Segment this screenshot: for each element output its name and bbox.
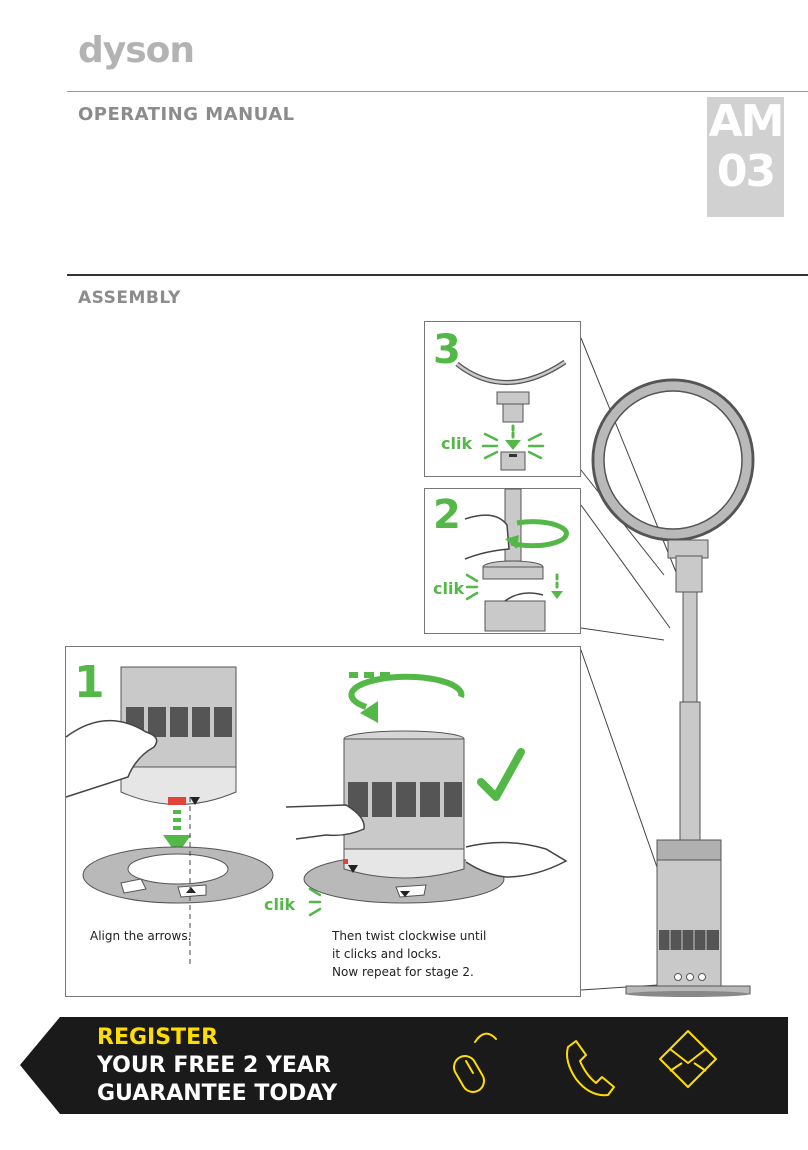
step-1-number: 1 — [74, 657, 105, 708]
step-3-clik-label: clik — [441, 434, 473, 453]
step-1-caption-right-line-3: Now repeat for stage 2. — [332, 965, 474, 979]
step-2-panel: 2 clik — [424, 488, 581, 634]
step-2-number: 2 — [433, 492, 461, 538]
step-2-clik-label: clik — [433, 579, 465, 598]
banner-line-3: GUARANTEE TODAY — [97, 1081, 338, 1106]
model-badge: AM 03 — [707, 97, 784, 217]
phone-icon — [566, 1040, 615, 1097]
model-line-2: 03 — [716, 146, 776, 197]
banner-line-2: YOUR FREE 2 YEAR — [97, 1053, 331, 1078]
register-banner-text: REGISTER YOUR FREE 2 YEAR GUARANTEE TODA… — [97, 1024, 337, 1108]
step-1-panel: 1 — [65, 646, 581, 997]
step-1-caption-left: Align the arrows. — [90, 929, 192, 943]
step-2-illustration — [464, 488, 569, 632]
mouse-icon — [453, 1032, 497, 1093]
header-rule — [67, 91, 808, 92]
step-1-illustration — [65, 666, 568, 967]
manual-title: OPERATING MANUAL — [78, 104, 295, 125]
section-title: ASSEMBLY — [78, 288, 181, 308]
step-1-caption-right-line-2: it clicks and locks. — [332, 947, 442, 961]
banner-line-1: REGISTER — [97, 1025, 219, 1050]
section-rule — [67, 274, 808, 276]
envelope-icon — [659, 1030, 717, 1088]
step-1-caption-right-line-1: Then twist clockwise until — [332, 929, 487, 943]
step-3-number: 3 — [433, 327, 461, 373]
register-banner[interactable] — [20, 1017, 788, 1114]
step-3-panel: 3 clik — [424, 321, 581, 477]
step-1-clik-label: clik — [264, 895, 296, 914]
step-3-illustration — [455, 359, 567, 471]
model-line-1: AM — [708, 96, 785, 147]
dyson-logo: dyson — [78, 30, 195, 71]
